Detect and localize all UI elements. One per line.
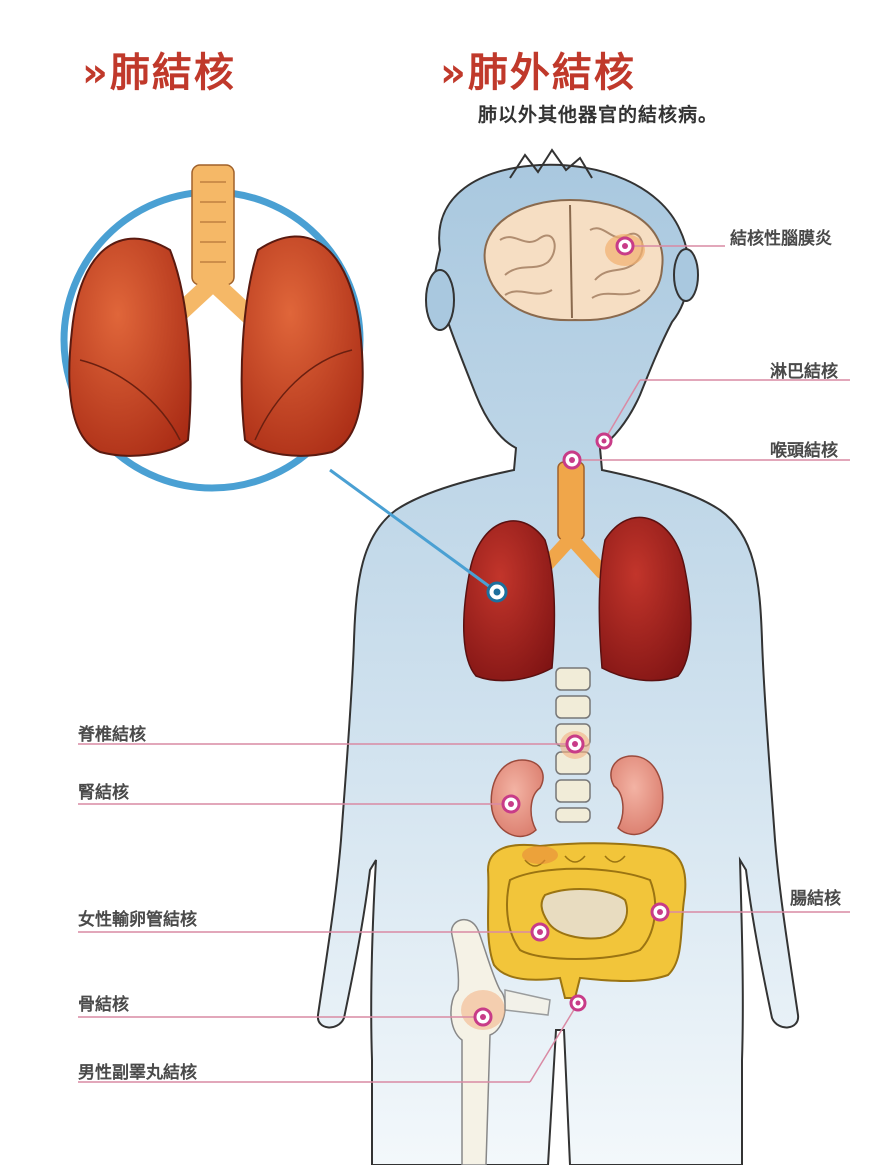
label-spinal-tb: 脊椎結核 [78,720,146,745]
label-epididymis-tb: 男性副睪丸結核 [78,1058,197,1083]
label-intestinal-tb: 腸結核 [790,884,841,909]
left-ear [426,270,454,330]
right-ear [674,249,698,301]
label-laryngeal-tb: 喉頭結核 [770,436,838,461]
label-tb-meningitis: 結核性腦膜炎 [730,224,832,249]
inset-lung-left [69,239,190,456]
label-bone-tb: 骨結核 [78,990,129,1015]
label-kidney-tb: 腎結核 [78,778,129,803]
label-fallopian-tb: 女性輸卵管結核 [78,905,197,930]
label-lymph-tb: 淋巴結核 [770,357,838,382]
inset-trachea [172,165,254,320]
intestines [488,843,685,998]
brain [485,200,663,320]
